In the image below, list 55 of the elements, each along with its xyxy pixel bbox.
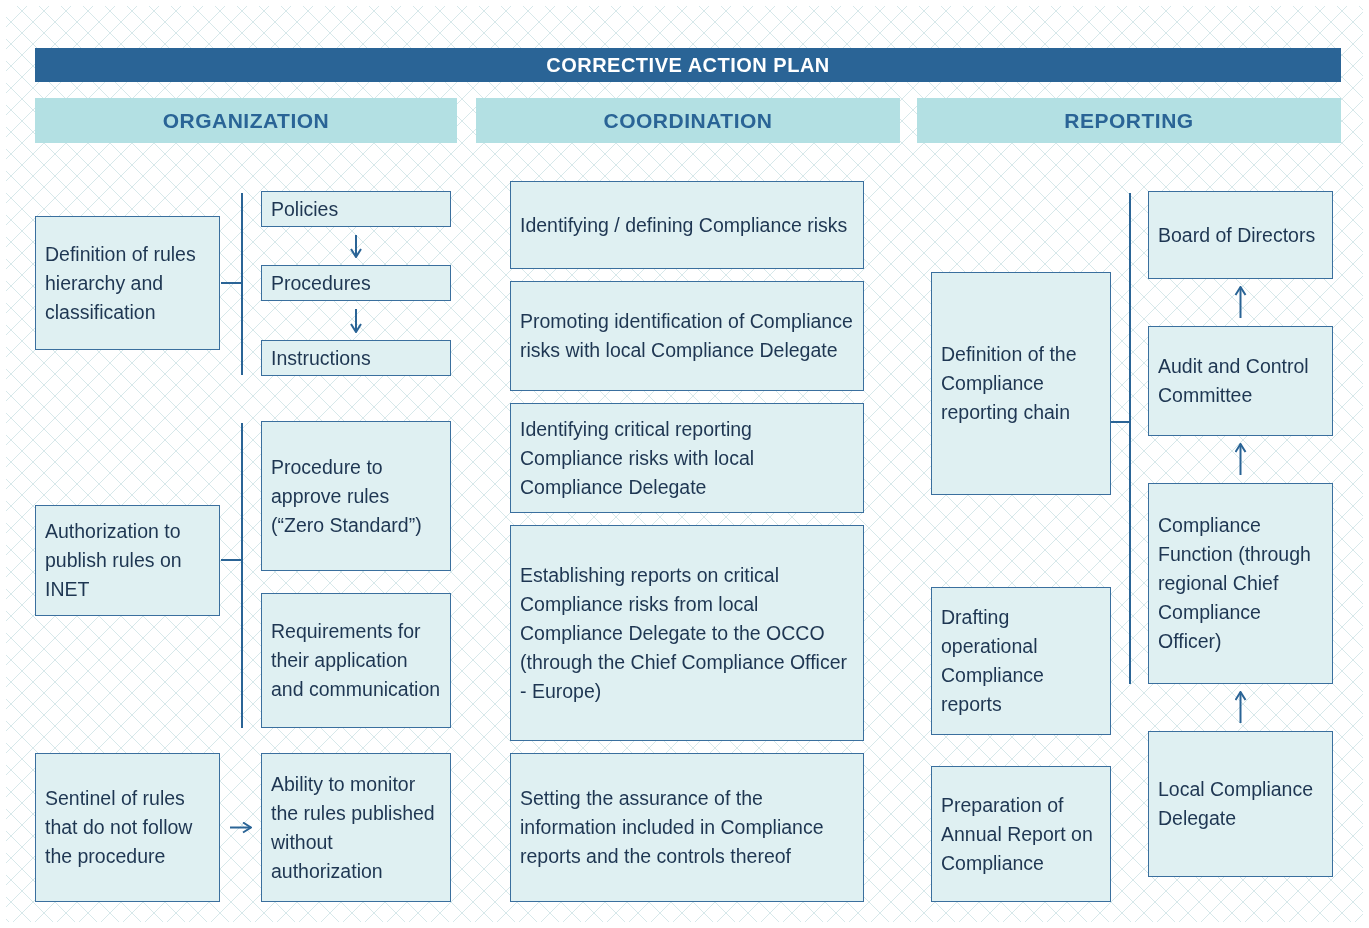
arrow [1234, 691, 1247, 724]
column-header [35, 98, 457, 143]
arrow [1234, 286, 1247, 319]
process-box [931, 587, 1111, 735]
box-text: Identifying critical reporting Compliance risks with local Compliance Delegate [520, 416, 756, 500]
process-box [510, 281, 864, 391]
box-text: Policies [271, 196, 339, 222]
column-header [476, 98, 900, 143]
process-box [1148, 191, 1333, 279]
box-text: Procedures [271, 270, 371, 296]
process-box [931, 272, 1111, 495]
box-text: Procedure to approve rules (“Zero Standard”) [271, 454, 423, 538]
box-text: Board of Directors [1158, 222, 1316, 248]
process-box [261, 340, 451, 376]
box-text: Promoting identification of Compliance risks with local Compliance Delegate [520, 309, 854, 363]
box-text: Drafting operational Compliance reports [941, 605, 1045, 717]
arrow [350, 308, 362, 333]
box-text: Authorization to publish rules on INET [45, 519, 183, 602]
box-text: Compliance Function (through regional Chief Compliance Officer) [1158, 513, 1312, 654]
process-box [1148, 326, 1333, 436]
box-text: Definition of rules hierarchy and classification [45, 241, 197, 325]
header-text: COORDINATION [603, 108, 773, 133]
process-box [510, 753, 864, 902]
process-box [510, 403, 864, 513]
header-text: ORGANIZATION [162, 108, 330, 133]
arrow [350, 234, 362, 258]
box-text: Definition of the Compliance reporting chain [941, 342, 1078, 425]
header-text: REPORTING [1064, 108, 1194, 133]
box-text: Local Compliance Delegate [1158, 777, 1314, 831]
arrow [229, 821, 252, 834]
box-text: Identifying / defining Compliance risks [520, 212, 848, 238]
process-box [510, 181, 864, 269]
box-text: Sentinel of rules that do not follow the procedure [45, 786, 194, 869]
process-box [261, 753, 451, 902]
process-box [261, 421, 451, 571]
process-box [261, 593, 451, 728]
process-box [931, 766, 1111, 902]
box-text: Requirements for their application and communication [271, 619, 441, 702]
box-text: Audit and Control Committee [1158, 354, 1310, 408]
process-box [35, 505, 220, 616]
process-box [261, 265, 451, 301]
process-box [35, 753, 220, 902]
process-box [1148, 483, 1333, 684]
title-bar: CORRECTIVE ACTION PLAN [35, 48, 1341, 82]
box-text: Instructions [271, 345, 371, 371]
process-box [35, 216, 220, 350]
box-text: Preparation of Annual Report on Compliance [941, 792, 1094, 876]
box-text: Establishing reports on critical Compliance risks from local Compliance Delegate to the OCCO (through the Chief Compliance Officer - Europe) [520, 562, 848, 704]
arrow [1234, 443, 1247, 476]
process-box [261, 191, 451, 227]
process-box [510, 525, 864, 741]
column-header [917, 98, 1341, 143]
process-box [1148, 731, 1333, 877]
box-text: Setting the assurance of the information included in Compliance reports and the controls thereof [520, 786, 825, 869]
box-text: Ability to monitor the rules published without authorization [271, 771, 436, 884]
